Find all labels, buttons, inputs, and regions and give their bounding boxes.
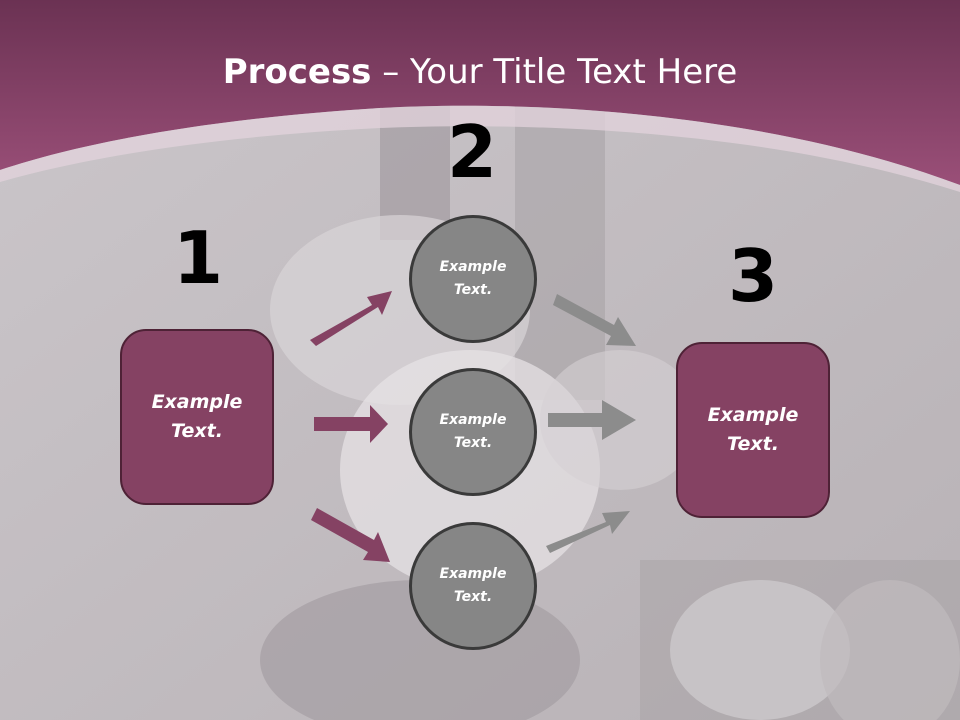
step-3-text: Example Text. (707, 404, 799, 455)
step-1-box: Example Text. (120, 329, 274, 505)
circle-bottom-text: Example Text. (439, 566, 507, 605)
step-2-circle-top: Example Text. (409, 215, 537, 343)
slide-title: Process – Your Title Text Here (0, 52, 960, 92)
arrow-up-right-icon (310, 291, 392, 346)
step-number-3: 3 (727, 234, 779, 318)
step-number-2: 2 (446, 110, 498, 194)
arrow-right-gray-icon (548, 400, 636, 440)
arrow-up-right-gray-icon (546, 511, 630, 553)
circle-middle-text: Example Text. (439, 412, 507, 451)
arrow-right-icon (314, 405, 388, 443)
arrow-down-right-icon (311, 508, 390, 562)
circle-top-text: Example Text. (439, 259, 507, 298)
header-band (0, 0, 960, 192)
title-rest: – Your Title Text Here (371, 52, 738, 92)
title-bold: Process (222, 52, 372, 92)
arrow-down-right-gray-icon (553, 294, 636, 346)
step-3-box: Example Text. (676, 342, 830, 518)
step-1-text: Example Text. (151, 391, 243, 442)
step-number-1: 1 (172, 216, 224, 300)
step-2-circle-middle: Example Text. (409, 368, 537, 496)
step-2-circle-bottom: Example Text. (409, 522, 537, 650)
